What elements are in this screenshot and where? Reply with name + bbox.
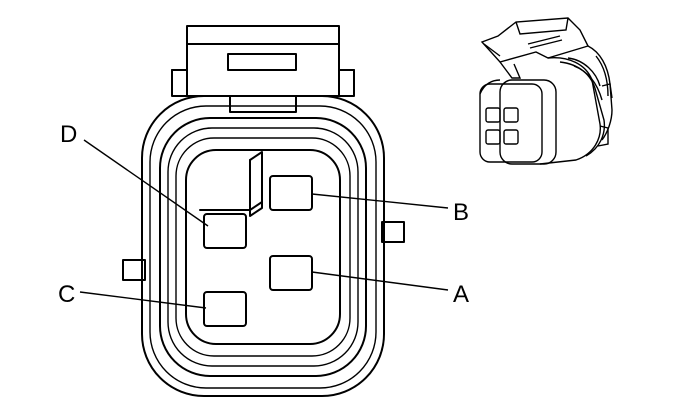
pin-cavity-d bbox=[203, 213, 247, 249]
pin-label-b: B bbox=[453, 199, 469, 226]
pin-label-a: A bbox=[453, 281, 469, 308]
connector-side-key-right bbox=[381, 221, 405, 243]
pin-label-c: C bbox=[58, 281, 75, 308]
connector-3d-illustration bbox=[479, 17, 613, 165]
connector-housing bbox=[141, 95, 385, 397]
leader-line-c bbox=[79, 291, 207, 309]
leader-line-d bbox=[83, 139, 209, 227]
connector-face-view: D B A C bbox=[58, 25, 469, 397]
pin-cavity-b bbox=[269, 175, 313, 211]
connector-side-key-left bbox=[122, 259, 146, 281]
connector-latch bbox=[171, 25, 355, 113]
pin-label-d: D bbox=[60, 121, 77, 148]
leader-line-a bbox=[311, 271, 449, 291]
pin-cavity-c bbox=[203, 291, 247, 327]
connector-inner-key bbox=[199, 151, 263, 217]
pin-cavity-a bbox=[269, 255, 313, 291]
leader-line-b bbox=[311, 193, 449, 209]
